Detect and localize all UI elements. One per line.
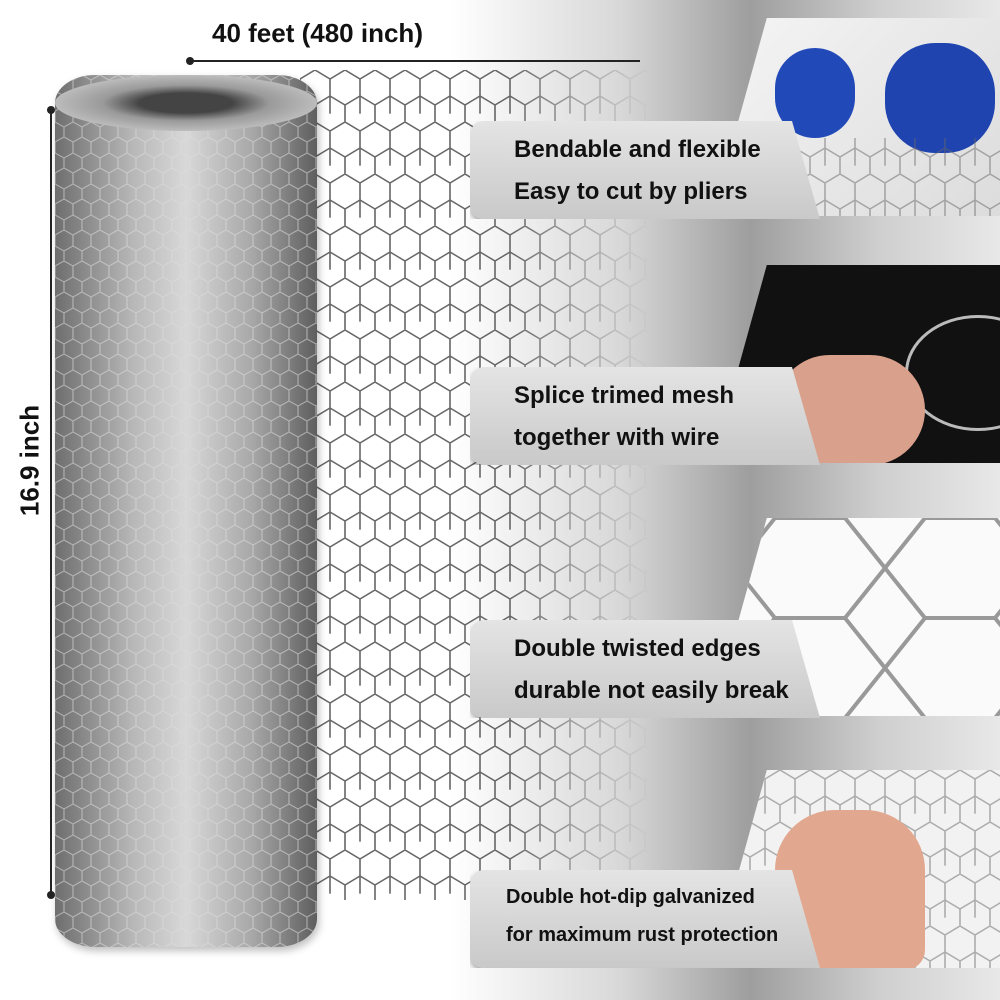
feature-line-1: Double hot-dip galvanized [506, 886, 755, 908]
height-label: 16.9 inch [14, 404, 45, 517]
feature-line-2: Easy to cut by pliers [514, 178, 748, 205]
feature-callout-twisted: Double twisted edges durable not easily b… [470, 620, 820, 718]
length-dimension-line [186, 57, 640, 65]
photo-splicing-wire [735, 265, 1000, 463]
feature-line-1: Splice trimed mesh [514, 382, 735, 409]
feature-line-2: together with wire [514, 424, 720, 451]
height-dimension-line [47, 106, 55, 899]
feature-callout-splice: Splice trimed mesh together with wire [470, 367, 820, 465]
length-label: 40 feet (480 inch) [212, 18, 423, 48]
feature-line-2: for maximum rust protection [506, 924, 779, 946]
feature-line-1: Bendable and flexible [514, 136, 761, 163]
wire-mesh-roll [55, 75, 317, 947]
feature-callout-galvanized: Double hot-dip galvanized for maximum rus… [470, 870, 820, 968]
feature-line-1: Double twisted edges [514, 635, 761, 662]
feature-line-2: durable not easily break [514, 677, 789, 704]
